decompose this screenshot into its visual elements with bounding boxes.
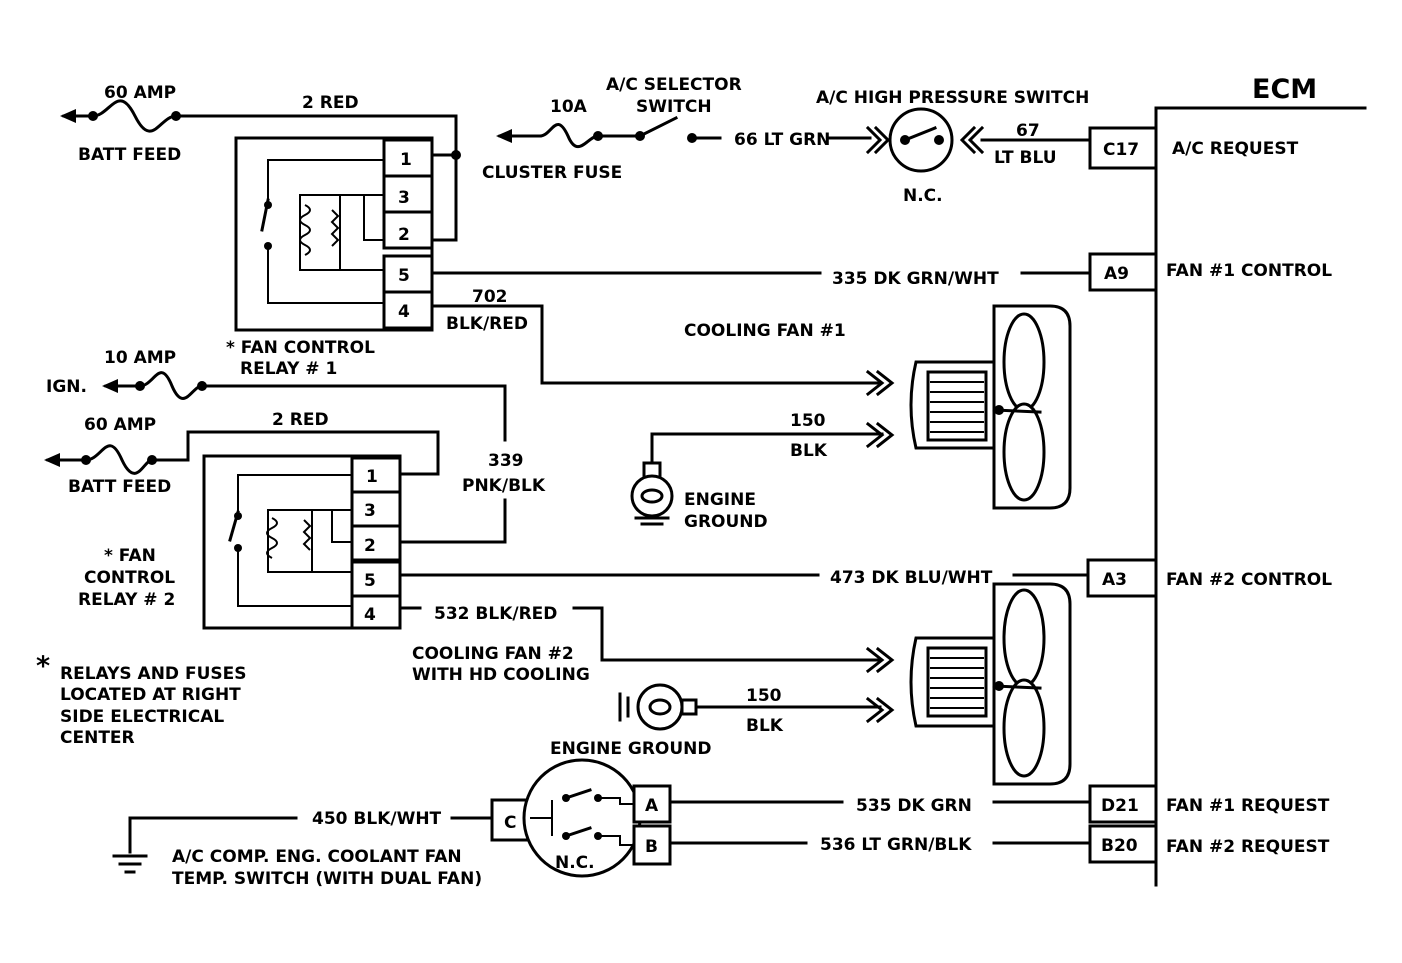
fan-1-connector-arrow-icon — [865, 369, 895, 397]
fan-2-request-label: FAN #2 REQUEST — [1166, 837, 1330, 857]
fan-1-request-label: FAN #1 REQUEST — [1166, 796, 1330, 816]
relay-2-pin-1: 1 — [366, 467, 378, 487]
wire-473-label: 473 DK BLU/WHT — [830, 568, 993, 588]
wire-67-color: LT BLU — [994, 148, 1057, 168]
wire-532-label: 532 BLK/RED — [434, 604, 557, 624]
relay-2-label-line1: * FAN — [104, 546, 156, 566]
cluster-feed-arrow-icon — [496, 129, 512, 143]
relay-1-pin-4: 4 — [398, 302, 410, 322]
wire-339-color: PNK/BLK — [462, 476, 546, 496]
wire-67-number: 67 — [1016, 121, 1040, 141]
cooling-fan-2-label-line2: WITH HD COOLING — [412, 665, 590, 685]
ecm-block: ECM — [1154, 74, 1367, 887]
pin-d21-box — [1088, 784, 1158, 824]
relay-1-coil-icon — [299, 204, 311, 256]
note-line1: RELAYS AND FUSES — [60, 664, 246, 684]
wire-702-number: 702 — [472, 287, 508, 307]
batt-feed-2-arrow-icon — [44, 453, 60, 467]
fan-1-wire-150-number: 150 — [790, 411, 826, 431]
fan-2-blade-icon — [1002, 588, 1046, 688]
fan-2-wire-150-number: 150 — [746, 686, 782, 706]
fan-2-wire-150-color: BLK — [746, 716, 784, 736]
cooling-fan-2-label-line1: COOLING FAN #2 — [412, 644, 574, 664]
pin-c17: C17 — [1103, 140, 1139, 160]
note-line3: SIDE ELECTRICAL — [60, 707, 224, 727]
cluster-fuse-label: CLUSTER FUSE — [482, 163, 622, 183]
pin-a3-box — [1086, 558, 1158, 598]
pin-a9: A9 — [1104, 264, 1129, 284]
wire-450-label: 450 BLK/WHT — [312, 809, 442, 829]
pin-d21: D21 — [1101, 796, 1139, 816]
engine-ground-1-line1: ENGINE — [684, 490, 756, 510]
pin-c: C — [504, 813, 516, 833]
relay-2-label-line3: RELAY # 2 — [78, 590, 175, 610]
wire-2-red-label: 2 RED — [302, 93, 359, 113]
relay-1-pin-5: 5 — [398, 266, 410, 286]
high-pressure-switch-label: A/C HIGH PRESSURE SWITCH — [816, 88, 1089, 108]
note-line4: CENTER — [60, 728, 135, 748]
relay-2-pin-5: 5 — [364, 571, 376, 591]
wire-535-label: 535 DK GRN — [856, 796, 972, 816]
wire-339-number: 339 — [488, 451, 524, 471]
relay-1-pin-2: 2 — [398, 225, 410, 245]
relay-1-pin-3: 3 — [398, 188, 410, 208]
relay-1-label-line1: * FAN CONTROL — [226, 338, 375, 358]
relay-location-note: * RELAYS AND FUSES LOCATED AT RIGHT SIDE… — [36, 651, 246, 748]
fan-2-control-label: FAN #2 CONTROL — [1166, 570, 1332, 590]
cooling-fan-2: COOLING FAN #2 WITH HD COOLING 150 BLK E… — [412, 582, 1072, 786]
ac-selector-label-line2: SWITCH — [636, 97, 712, 117]
fan-1-blade-icon — [1002, 312, 1046, 412]
relay-1-pin-1: 1 — [400, 150, 412, 170]
fuse-10a-label: 10A — [550, 97, 588, 117]
pin-a: A — [645, 796, 659, 816]
pin-b20-box — [1088, 824, 1158, 864]
wire-2-red-2-label: 2 RED — [272, 410, 329, 430]
batt-feed-label: BATT FEED — [78, 145, 181, 165]
temp-switch-label-line1: A/C COMP. ENG. COOLANT FAN — [172, 847, 462, 867]
fuse-60a-label: 60 AMP — [104, 83, 176, 103]
pin-a9-box — [1088, 252, 1158, 292]
wire-335-label: 335 DK GRN/WHT — [832, 269, 999, 289]
fan-2-connector-arrow-icon — [865, 646, 895, 674]
ac-request-label: A/C REQUEST — [1172, 139, 1299, 159]
pin-a3: A3 — [1102, 570, 1127, 590]
high-pressure-nc-label: N.C. — [903, 186, 943, 206]
temp-switch-label-line2: TEMP. SWITCH (WITH DUAL FAN) — [172, 869, 482, 889]
note-star: * — [36, 651, 50, 682]
coolant-temp-switch: 450 BLK/WHT C A B N.C. A/C COMP. ENG. CO… — [112, 758, 1330, 889]
cooling-fan-1: COOLING FAN #1 150 BLK ENGINE GROUND — [630, 304, 1072, 532]
fan-control-relay-2: 10 AMP IGN. 339 PNK/BLK 60 AMP BATT FEED… — [44, 348, 1332, 662]
wire-702-color: BLK/RED — [446, 314, 528, 334]
fan-1-wire-150-color: BLK — [790, 441, 828, 461]
relay-2-pin-4: 4 — [364, 605, 376, 625]
engine-ground-1-line2: GROUND — [684, 512, 768, 532]
fan-control-relay-1: 1 3 2 5 4 * FAN CONTROL RELAY # 1 335 DK… — [226, 136, 1332, 385]
relay-2-pin-3: 3 — [364, 501, 376, 521]
pin-b-box — [632, 824, 672, 866]
engine-ground-2-label: ENGINE GROUND — [550, 739, 712, 759]
relay-1-label-line2: RELAY # 1 — [240, 359, 337, 379]
pin-b: B — [645, 837, 658, 857]
note-line2: LOCATED AT RIGHT — [60, 685, 241, 705]
ign-label: IGN. — [46, 377, 87, 397]
fuse-60a-2-label: 60 AMP — [84, 415, 156, 435]
pin-c17-box — [1088, 126, 1158, 170]
ecm-title: ECM — [1252, 74, 1317, 105]
batt-feed-2-label: BATT FEED — [68, 477, 171, 497]
fan-1-control-label: FAN #1 CONTROL — [1166, 261, 1332, 281]
batt-feed-arrow-icon — [60, 109, 76, 123]
ign-arrow-icon — [102, 379, 118, 393]
relay-2-label-line2: CONTROL — [84, 568, 175, 588]
cooling-fan-1-label: COOLING FAN #1 — [684, 321, 846, 341]
ac-request-circuit: 60 AMP BATT FEED 2 RED 10A CLUSTER FUSE … — [60, 75, 1299, 242]
temp-switch-nc-label: N.C. — [555, 853, 595, 873]
wire-66-label: 66 LT GRN — [734, 130, 830, 150]
wire-536-label: 536 LT GRN/BLK — [820, 835, 972, 855]
ac-selector-label-line1: A/C SELECTOR — [606, 75, 742, 95]
relay-2-pin-2: 2 — [364, 536, 376, 556]
pin-b20: B20 — [1101, 836, 1138, 856]
relay-2-coil-icon — [266, 517, 278, 559]
fuse-10a-ign-label: 10 AMP — [104, 348, 176, 368]
